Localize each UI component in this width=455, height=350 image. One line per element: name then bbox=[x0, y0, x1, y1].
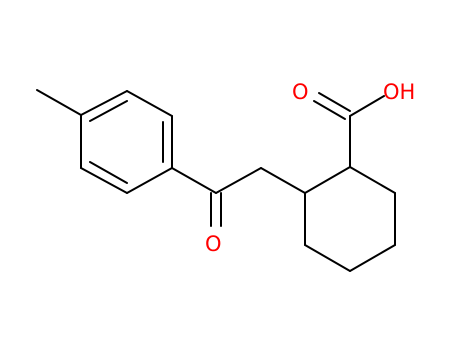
methyl-bond bbox=[36, 89, 82, 116]
aryl-ketone-bond bbox=[171, 167, 217, 194]
ketone-methylene-bond bbox=[215, 167, 262, 194]
carboxyl-double-bond bbox=[318, 92, 351, 112]
ring-bond bbox=[80, 90, 128, 116]
carboxyl-hydroxyl-bond bbox=[349, 95, 385, 117]
ring-double-bond bbox=[89, 100, 128, 122]
hydroxyl-label: OH bbox=[383, 80, 415, 104]
ring-bond bbox=[304, 244, 351, 272]
ketone-oxygen-label: O bbox=[205, 232, 222, 256]
ring-bond bbox=[349, 166, 396, 194]
acid-oxygen-label: O bbox=[292, 80, 309, 104]
cyclohexane-ring bbox=[304, 166, 396, 272]
benzene-ring bbox=[80, 90, 173, 194]
carboxyl-double-bond bbox=[313, 100, 346, 120]
ring-bond bbox=[80, 167, 128, 194]
ring-bond bbox=[126, 167, 173, 194]
ring-bond bbox=[126, 90, 173, 117]
ring-bond bbox=[349, 244, 396, 272]
methylene-ring-bond bbox=[260, 167, 306, 194]
ring-bond bbox=[304, 166, 351, 194]
ring-double-bond bbox=[89, 161, 128, 184]
